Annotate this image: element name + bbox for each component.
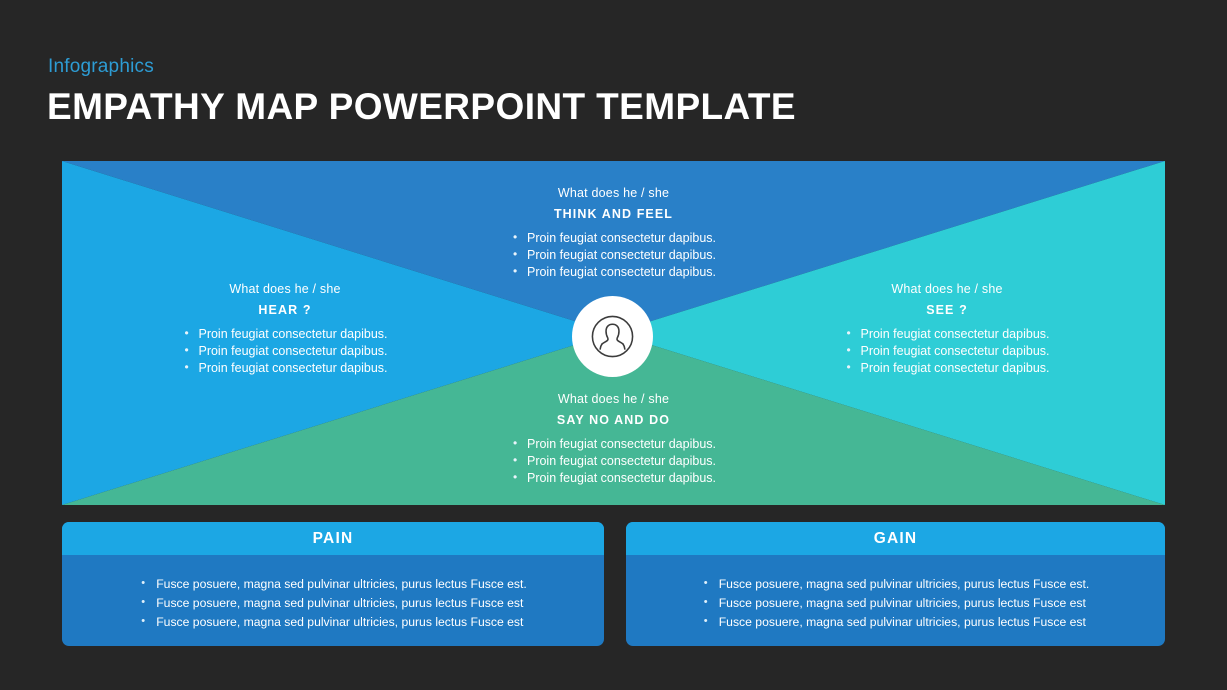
list-item: Proin feugiat consectetur dapibus. (844, 359, 1049, 377)
empathy-map-panel: What does he / she THINK AND FEEL Proin … (62, 161, 1165, 505)
user-avatar-icon (591, 315, 634, 358)
quadrant-say-and-do: What does he / she SAY NO AND DO Proin f… (62, 391, 1165, 487)
list-item: Proin feugiat consectetur dapibus. (511, 435, 716, 453)
list-item: Fusce posuere, magna sed pulvinar ultric… (139, 574, 527, 594)
gain-card-header: GAIN (626, 522, 1165, 555)
page-title: EMPATHY MAP POWERPOINT TEMPLATE (47, 86, 797, 127)
quadrant-think-and-feel: What does he / she THINK AND FEEL Proin … (62, 185, 1165, 281)
see-bullet-list: Proin feugiat consectetur dapibus. Proin… (844, 325, 1049, 377)
say-bullet-list: Proin feugiat consectetur dapibus. Proin… (511, 435, 716, 487)
say-and-do-wedge (62, 333, 1165, 505)
list-item: Proin feugiat consectetur dapibus. (511, 229, 716, 247)
think-prompt: What does he / she (557, 186, 670, 200)
hear-prompt: What does he / she (229, 282, 341, 296)
gain-card: GAIN Fusce posuere, magna sed pulvinar u… (626, 522, 1165, 646)
persona-circle (572, 296, 653, 377)
say-prompt: What does he / she (557, 392, 670, 406)
quadrant-hear: What does he / she HEAR ? Proin feugiat … (90, 281, 480, 377)
list-item: Proin feugiat consectetur dapibus. (844, 325, 1049, 343)
gain-bullet-list: Fusce posuere, magna sed pulvinar ultric… (702, 574, 1090, 632)
list-item: Proin feugiat consectetur dapibus. (511, 263, 716, 281)
list-item: Proin feugiat consectetur dapibus. (182, 342, 387, 360)
list-item: Proin feugiat consectetur dapibus. (182, 359, 387, 377)
gain-card-body: Fusce posuere, magna sed pulvinar ultric… (626, 555, 1165, 632)
list-item: Proin feugiat consectetur dapibus. (182, 325, 387, 343)
list-item: Proin feugiat consectetur dapibus. (511, 469, 716, 487)
see-title: SEE ? (926, 302, 968, 317)
hear-title: HEAR ? (258, 302, 312, 317)
see-prompt: What does he / she (891, 282, 1003, 296)
pain-card: PAIN Fusce posuere, magna sed pulvinar u… (62, 522, 604, 646)
list-item: Proin feugiat consectetur dapibus. (511, 246, 716, 264)
list-item: Fusce posuere, magna sed pulvinar ultric… (139, 612, 527, 632)
think-bullet-list: Proin feugiat consectetur dapibus. Proin… (511, 229, 716, 281)
list-item: Fusce posuere, magna sed pulvinar ultric… (139, 593, 527, 613)
say-title: SAY NO AND DO (556, 412, 671, 427)
pain-card-header: PAIN (62, 522, 604, 555)
list-item: Fusce posuere, magna sed pulvinar ultric… (702, 593, 1090, 613)
list-item: Fusce posuere, magna sed pulvinar ultric… (702, 574, 1090, 594)
kicker-label: Infographics (48, 56, 154, 77)
hear-bullet-list: Proin feugiat consectetur dapibus. Proin… (182, 325, 387, 377)
pain-card-body: Fusce posuere, magna sed pulvinar ultric… (62, 555, 604, 632)
quadrant-see: What does he / she SEE ? Proin feugiat c… (752, 281, 1142, 377)
list-item: Proin feugiat consectetur dapibus. (844, 342, 1049, 360)
pain-title: PAIN (312, 529, 354, 547)
list-item: Proin feugiat consectetur dapibus. (511, 452, 716, 470)
list-item: Fusce posuere, magna sed pulvinar ultric… (702, 612, 1090, 632)
gain-title: GAIN (873, 529, 918, 547)
pain-bullet-list: Fusce posuere, magna sed pulvinar ultric… (139, 574, 527, 632)
think-title: THINK AND FEEL (553, 206, 674, 221)
